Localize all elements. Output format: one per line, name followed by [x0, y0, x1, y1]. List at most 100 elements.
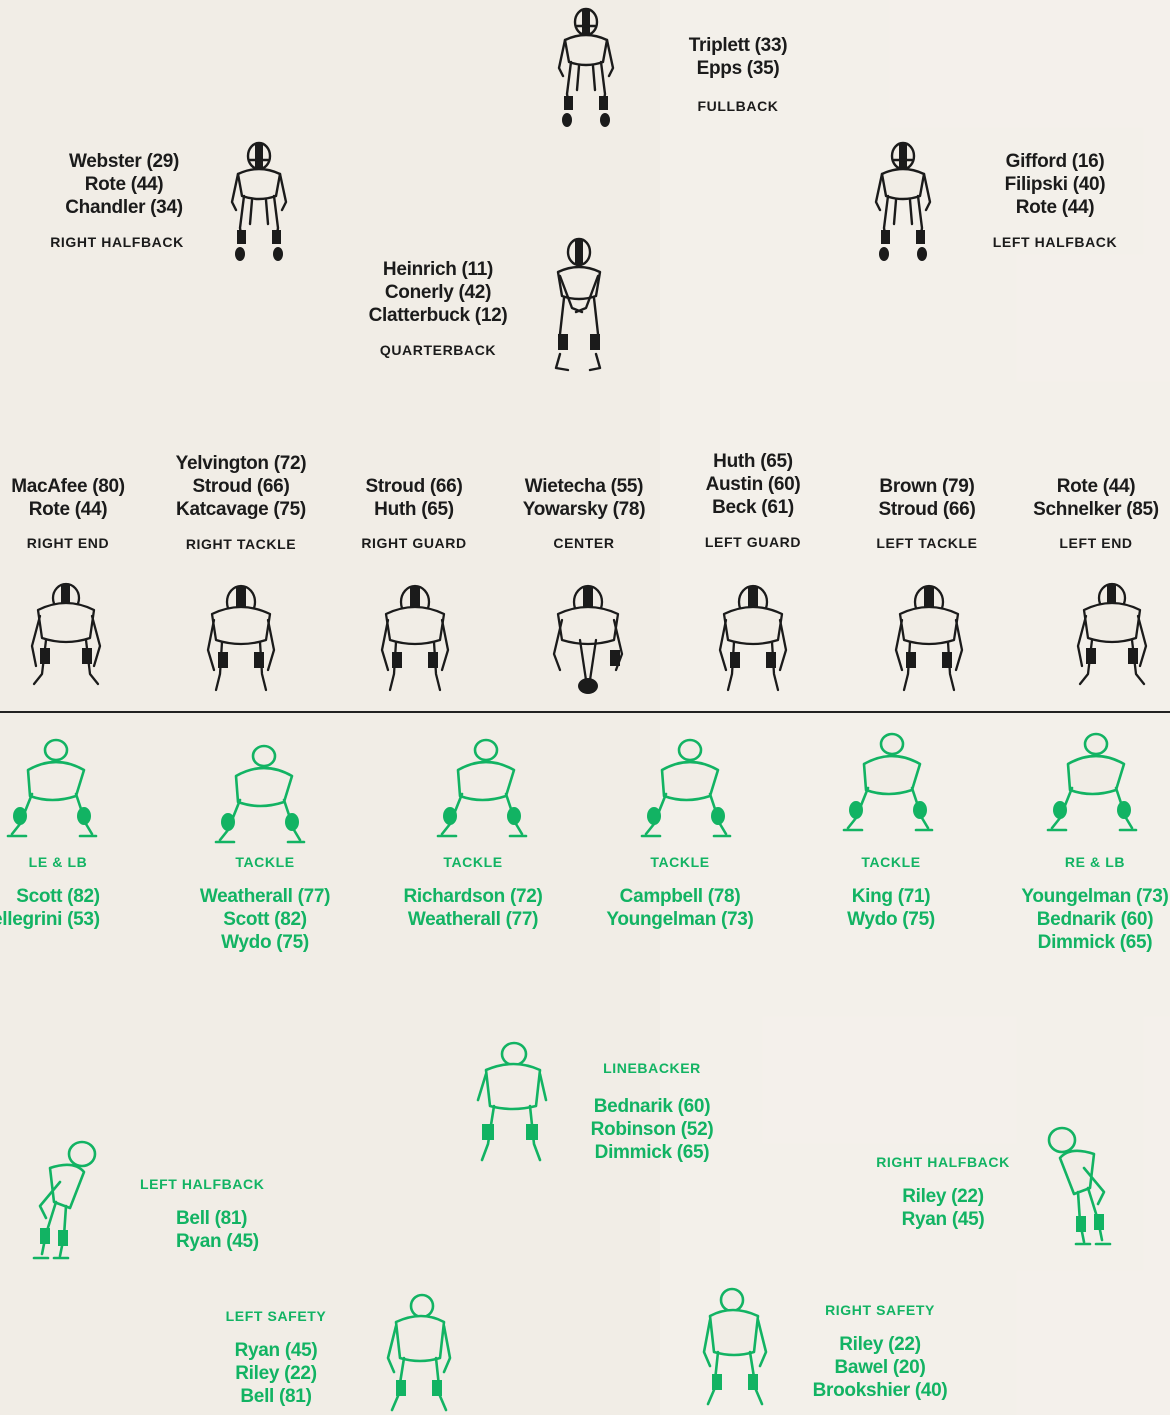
player-name: Riley (22) — [204, 1362, 348, 1385]
player-name: Riley (22) — [856, 1185, 1030, 1208]
player-name: Youngelman (73) — [598, 908, 762, 931]
position-label: TACKLE — [598, 854, 762, 871]
position-label: FULLBACK — [668, 98, 808, 115]
player-name: Rote (44) — [4, 498, 132, 521]
player-name: Chandler (34) — [28, 196, 206, 219]
position-label: LEFT HALFBACK — [140, 1176, 294, 1193]
position-label: LEFT GUARD — [688, 534, 818, 551]
offense-quarterback: Heinrich (11) Conerly (42) Clatterbuck (… — [358, 258, 518, 359]
football-defender-stance-icon — [1046, 730, 1136, 834]
defense-tackle-1: TACKLE Weatherall (77) Scott (82) Wydo (… — [188, 854, 342, 955]
player-name: Campbell (78) — [598, 885, 762, 908]
football-defender-stance-icon — [640, 736, 730, 840]
player-name: Filipski (40) — [976, 173, 1134, 196]
football-defender-stance-icon — [6, 736, 96, 840]
defense-re-lb: RE & LB Youngelman (73) Bednarik (60) Di… — [1020, 854, 1170, 955]
offense-left-guard: Huth (65) Austin (60) Beck (61) LEFT GUA… — [688, 450, 818, 551]
offense-left-end: Rote (44) Schnelker (85) LEFT END — [1026, 475, 1166, 552]
offense-right-end: MacAfee (80) Rote (44) RIGHT END — [4, 475, 132, 552]
offense-right-guard: Stroud (66) Huth (65) RIGHT GUARD — [344, 475, 484, 552]
position-label: RIGHT END — [4, 535, 132, 552]
player-name: Stroud (66) — [344, 475, 484, 498]
player-name: Epps (35) — [668, 57, 808, 80]
football-player-stance-icon — [1070, 580, 1152, 688]
football-player-stance-icon — [546, 236, 612, 376]
position-label: TACKLE — [396, 854, 550, 871]
player-name: Gifford (16) — [976, 150, 1134, 173]
defense-linebacker: LINEBACKER Bednarik (60) Robinson (52) D… — [580, 1060, 724, 1165]
player-name: Scott (82) — [188, 908, 342, 931]
position-label: LE & LB — [0, 854, 124, 871]
football-player-stance-icon — [374, 580, 456, 688]
player-name: Scott (82) — [0, 885, 124, 908]
player-name: Rote (44) — [976, 196, 1134, 219]
position-label: RIGHT HALFBACK — [28, 234, 206, 251]
position-label: RE & LB — [1020, 854, 1170, 871]
player-name: Huth (65) — [344, 498, 484, 521]
player-name: Bednarik (60) — [580, 1095, 724, 1118]
position-label: LEFT SAFETY — [204, 1308, 348, 1325]
player-name: Stroud (66) — [166, 475, 316, 498]
football-defender-stance-icon — [214, 742, 304, 846]
player-name: Bell (81) — [140, 1207, 294, 1230]
player-name: Richardson (72) — [396, 885, 550, 908]
player-name: Dimmick (65) — [1020, 931, 1170, 954]
offense-left-tackle: Brown (79) Stroud (66) LEFT TACKLE — [862, 475, 992, 552]
offense-right-halfback: Webster (29) Rote (44) Chandler (34) RIG… — [28, 150, 206, 251]
offense-left-halfback: Gifford (16) Filipski (40) Rote (44) LEF… — [976, 150, 1134, 251]
football-player-stance-icon — [712, 580, 794, 688]
football-player-stance-icon — [888, 580, 970, 688]
defense-le-lb: LE & LB Scott (82) ellegrini (53) — [0, 854, 124, 931]
position-label: RIGHT GUARD — [344, 535, 484, 552]
position-label: LINEBACKER — [580, 1060, 724, 1077]
position-label: RIGHT HALFBACK — [856, 1154, 1030, 1171]
position-label: LEFT TACKLE — [862, 535, 992, 552]
position-label: TACKLE — [826, 854, 956, 871]
position-label: LEFT HALFBACK — [976, 234, 1134, 251]
position-label: RIGHT TACKLE — [166, 536, 316, 553]
player-name: Dimmick (65) — [580, 1141, 724, 1164]
player-name: Bawel (20) — [800, 1356, 960, 1379]
player-name: Rote (44) — [28, 173, 206, 196]
player-name: Conerly (42) — [358, 281, 518, 304]
position-label: LEFT END — [1026, 535, 1166, 552]
defense-tackle-3: TACKLE Campbell (78) Youngelman (73) — [598, 854, 762, 931]
position-label: RIGHT SAFETY — [800, 1302, 960, 1319]
player-name: Huth (65) — [688, 450, 818, 473]
player-name: Bell (81) — [204, 1385, 348, 1408]
player-name: Webster (29) — [28, 150, 206, 173]
football-player-stance-icon — [226, 140, 292, 266]
player-name: Heinrich (11) — [358, 258, 518, 281]
defense-right-safety: RIGHT SAFETY Riley (22) Bawel (20) Brook… — [800, 1302, 960, 1403]
defense-right-halfback: RIGHT HALFBACK Riley (22) Ryan (45) — [856, 1154, 1030, 1231]
player-name: ellegrini (53) — [0, 908, 124, 931]
player-name: Ryan (45) — [140, 1230, 294, 1253]
line-of-scrimmage — [0, 711, 1170, 713]
football-player-stance-icon — [200, 580, 282, 696]
player-name: Weatherall (77) — [188, 885, 342, 908]
player-name: Wietecha (55) — [512, 475, 656, 498]
player-name: Youngelman (73) — [1020, 885, 1170, 908]
position-label: QUARTERBACK — [358, 342, 518, 359]
defense-left-halfback: LEFT HALFBACK Bell (81) Ryan (45) — [140, 1176, 294, 1253]
offense-center: Wietecha (55) Yowarsky (78) CENTER — [512, 475, 656, 552]
player-name: Stroud (66) — [862, 498, 992, 521]
player-name: Beck (61) — [688, 496, 818, 519]
football-safety-icon — [384, 1292, 454, 1415]
player-name: Brown (79) — [862, 475, 992, 498]
player-name: Yowarsky (78) — [512, 498, 656, 521]
defense-left-safety: LEFT SAFETY Ryan (45) Riley (22) Bell (8… — [204, 1308, 348, 1409]
player-name: Wydo (75) — [826, 908, 956, 931]
player-name: Riley (22) — [800, 1333, 960, 1356]
player-name: Weatherall (77) — [396, 908, 550, 931]
player-name: Schnelker (85) — [1026, 498, 1166, 521]
player-name: Wydo (75) — [188, 931, 342, 954]
player-name: Yelvington (72) — [166, 452, 316, 475]
player-name: King (71) — [826, 885, 956, 908]
player-name: Austin (60) — [688, 473, 818, 496]
player-name: Ryan (45) — [204, 1339, 348, 1362]
position-label: TACKLE — [188, 854, 342, 871]
offense-right-tackle: Yelvington (72) Stroud (66) Katcavage (7… — [166, 452, 316, 553]
football-player-stance-icon — [553, 6, 619, 132]
